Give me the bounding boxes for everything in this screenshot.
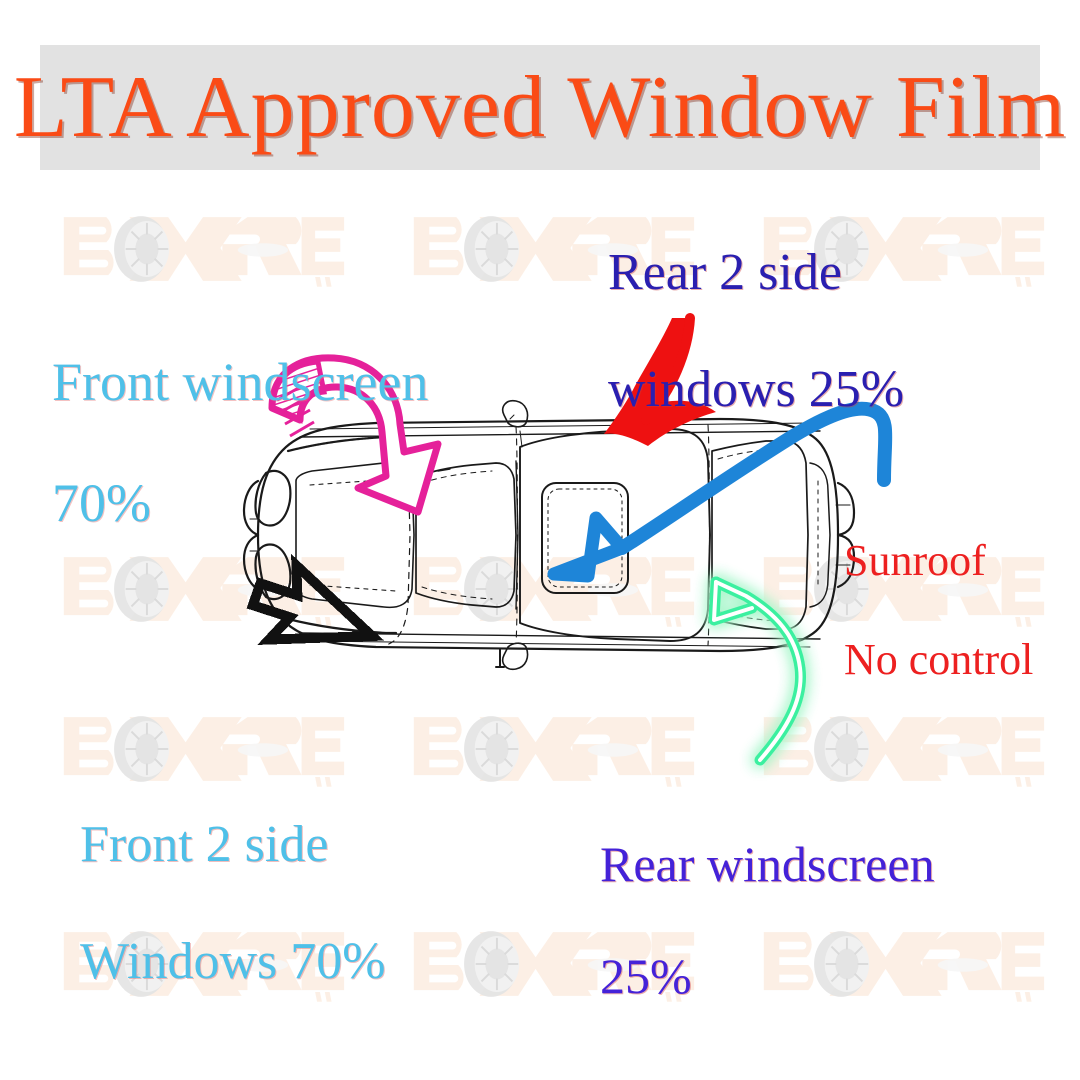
label-rear-windscreen-line1: Rear windscreen: [600, 836, 935, 892]
label-rear-2-side-windows-line1: Rear 2 side: [608, 244, 842, 302]
label-rear-windscreen: Rear windscreen 25%: [600, 780, 935, 1060]
label-rear-2-side-windows: Rear 2 side windows 25%: [608, 186, 904, 477]
label-rear-windscreen-line2: 25%: [600, 948, 692, 1004]
label-front-2-side-windows-line1: Front 2 side: [80, 816, 329, 874]
page-title: LTA Approved Window Film: [13, 58, 1067, 156]
label-front-windscreen: Front windscreen 70%: [52, 292, 428, 594]
title-banner: LTA Approved Window Film: [14, 45, 1065, 170]
label-front-2-side-windows: Front 2 side Windows 70%: [80, 758, 386, 1049]
label-sunroof-line2: No control: [844, 634, 1034, 684]
label-sunroof: Sunroof No control: [844, 487, 1033, 733]
label-front-windscreen-line2: 70%: [52, 473, 151, 534]
watermark-boxer: [58, 205, 348, 293]
label-sunroof-line1: Sunroof: [844, 536, 986, 586]
label-front-2-side-windows-line2: Windows 70%: [80, 932, 386, 990]
label-rear-2-side-windows-line2: windows 25%: [608, 360, 905, 418]
label-front-windscreen-line1: Front windscreen: [52, 352, 429, 413]
